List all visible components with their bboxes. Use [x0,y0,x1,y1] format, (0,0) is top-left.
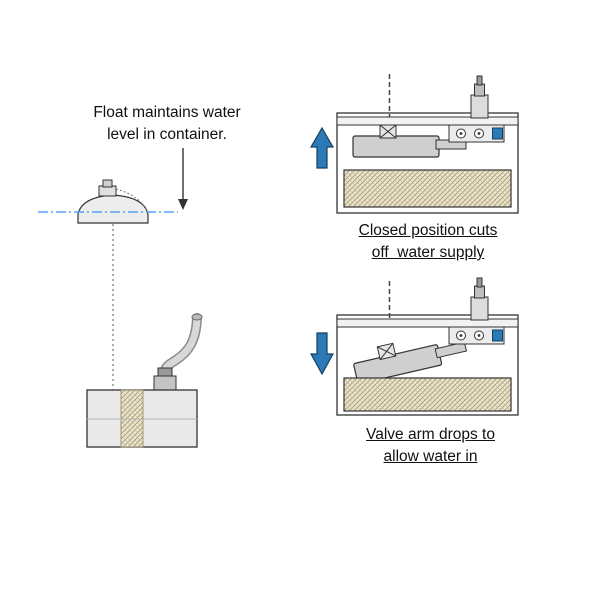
valve-stem-top-closed [476,75,483,86]
pivot-dot-right-open [477,334,481,337]
valve-arm-closed [352,124,467,158]
valve-assembly-open [448,277,505,345]
valve-stem-mid-closed [474,83,485,97]
closed-caption-line2: off water supply [371,244,485,261]
open-caption-line1: Valve arm drops to [366,426,495,443]
valve-stem-top-open [476,277,483,288]
float-rod-bracket-closed [379,124,397,139]
water-block-closed [343,169,512,208]
caption-arrow-head [178,199,188,210]
supply-hose [153,313,203,391]
valve-arm-bar-closed [352,135,440,158]
float-caption: Float maintains water level in container… [58,102,276,146]
hose-connector-fitting [153,375,177,391]
water-container [86,389,198,448]
valve-stem-lower-closed [470,94,489,119]
valve-assembly-closed [448,75,505,143]
float-valve-cap [102,179,113,188]
float-rod-bracket-open [376,342,397,361]
closed-caption-line1: Closed position cuts [358,222,498,239]
pivot-dot-left-open [459,334,463,337]
tank-lid-closed [336,116,519,126]
float-caption-line2: level in container. [107,126,227,143]
valve-open-diagram [309,277,519,416]
caption-pointer-arrow-icon [178,148,188,210]
valve-stem-mid-open [474,285,485,299]
valve-arm-link-open [434,341,468,359]
valve-stem-lower-open [470,296,489,321]
float-and-container-diagram [38,148,203,448]
open-caption-line2: allow water in [383,448,478,465]
down-arrow-icon [309,332,335,376]
closed-position-caption: Closed position cuts off water supply [328,220,528,264]
float-dome [77,194,149,224]
valve-arm-open [353,341,468,385]
valve-open-caption: Valve arm drops to allow water in [328,424,533,468]
tank-lid-open [336,318,519,328]
water-block-open [343,377,512,412]
float-body [77,179,149,224]
valve-closed-diagram [309,74,519,214]
float-caption-line1: Float maintains water [93,104,241,121]
valve-seal-block-closed [492,127,503,140]
float-hidden-outline [115,188,149,213]
up-arrow-icon [309,126,335,169]
pivot-dot-right-closed [477,132,481,135]
pivot-dot-left-closed [459,132,463,135]
hose-open-end [191,313,203,321]
valve-seal-block-open [492,329,503,342]
